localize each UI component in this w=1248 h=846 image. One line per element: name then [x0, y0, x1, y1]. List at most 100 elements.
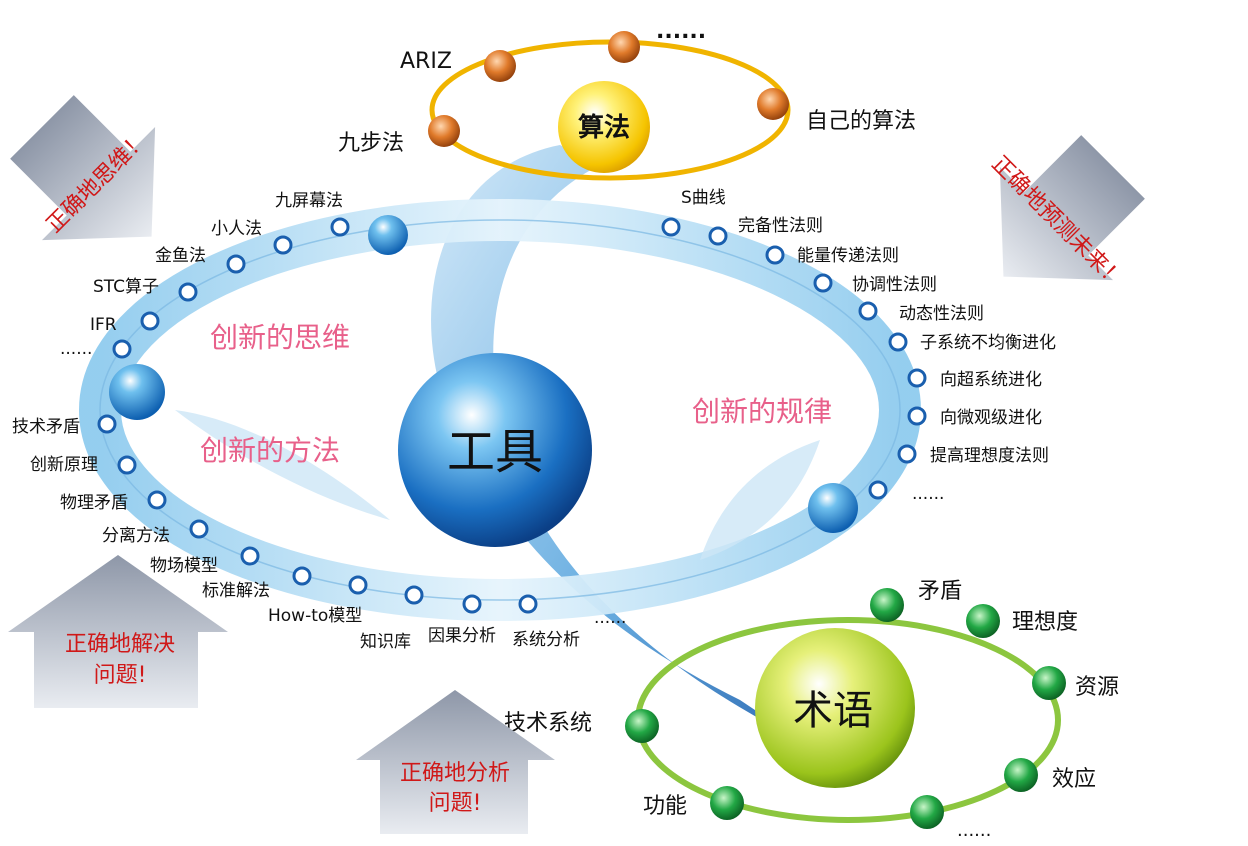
terms-node[interactable]	[625, 709, 659, 743]
item-node[interactable]	[462, 594, 482, 614]
algo-item-more: ......	[656, 19, 706, 44]
item-node[interactable]	[661, 217, 681, 237]
algorithm-node[interactable]	[484, 50, 516, 82]
item-node[interactable]	[404, 585, 424, 605]
law-item: 动态性法则	[899, 304, 984, 324]
ring-sphere	[368, 215, 408, 255]
item-node[interactable]	[708, 226, 728, 246]
terms-node[interactable]	[1004, 758, 1038, 792]
item-node[interactable]	[518, 594, 538, 614]
terms-node[interactable]	[966, 604, 1000, 638]
term-tech-system: 技术系统	[504, 711, 592, 736]
term-more: ......	[957, 820, 991, 841]
item-node[interactable]	[858, 301, 878, 321]
terms-sphere	[755, 628, 915, 788]
law-items: S曲线 完备性法则 能量传递法则 协调性法则 动态性法则 子系统不均衡进化 向超…	[661, 188, 1056, 504]
arrow-think-right: 正确地思维！	[10, 95, 156, 241]
item-node[interactable]	[140, 311, 160, 331]
algorithm-sphere	[558, 81, 650, 173]
item-node[interactable]	[330, 217, 350, 237]
left-item: 小人法	[211, 219, 262, 239]
item-node[interactable]	[273, 235, 293, 255]
method-items: 技术矛盾 创新原理 物理矛盾 分离方法 物场模型 标准解法 How-to模型 知…	[12, 414, 626, 652]
tool-label: 工具	[447, 424, 543, 480]
law-item: 提高理想度法则	[930, 446, 1049, 466]
algo-item-own: 自己的算法	[806, 109, 916, 134]
algo-item-nine-steps: 九步法	[338, 131, 404, 156]
swirl-highlight	[700, 440, 820, 560]
method-item: ......	[594, 608, 626, 628]
left-item: 九屏幕法	[275, 191, 343, 211]
method-item: How-to模型	[268, 606, 362, 626]
item-node[interactable]	[348, 575, 368, 595]
left-item: 金鱼法	[155, 246, 206, 266]
item-node[interactable]	[897, 444, 917, 464]
terms-node[interactable]	[870, 588, 904, 622]
item-node[interactable]	[292, 566, 312, 586]
ring-sphere	[808, 483, 858, 533]
method-item: 物场模型	[150, 556, 218, 576]
item-node[interactable]	[813, 273, 833, 293]
swirl-highlight	[175, 410, 390, 520]
arc-thinking-label: 创新的思维	[210, 321, 350, 354]
item-node[interactable]	[907, 406, 927, 426]
method-item: 创新原理	[30, 455, 98, 475]
law-item: S曲线	[681, 188, 726, 208]
left-item: STC算子	[93, 277, 159, 297]
term-effect: 效应	[1052, 767, 1096, 792]
left-item: IFR	[90, 315, 117, 335]
arrow-solve: 正确地解决 问题!	[8, 555, 228, 708]
arrow-solve-label-1: 正确地解决	[65, 632, 175, 657]
term-ideality: 理想度	[1012, 610, 1078, 635]
algorithm-node[interactable]	[757, 88, 789, 120]
term-function: 功能	[643, 794, 687, 819]
terms-node[interactable]	[710, 786, 744, 820]
arrow-analyze: 正确地分析 问题!	[356, 690, 555, 834]
item-node[interactable]	[868, 480, 888, 500]
law-item: 能量传递法则	[797, 246, 899, 266]
item-node[interactable]	[147, 490, 167, 510]
law-item: 向超系统进化	[940, 370, 1042, 390]
left-item: ......	[60, 339, 92, 359]
law-item: 子系统不均衡进化	[920, 333, 1056, 353]
algorithm-node[interactable]	[428, 115, 460, 147]
item-node[interactable]	[907, 368, 927, 388]
arrow-analyze-label-1: 正确地分析	[400, 761, 510, 786]
terms-node[interactable]	[910, 795, 944, 829]
method-item: 系统分析	[512, 630, 580, 650]
item-node[interactable]	[178, 282, 198, 302]
item-node[interactable]	[189, 519, 209, 539]
item-node[interactable]	[765, 245, 785, 265]
algo-item-ariz: ARIZ	[400, 49, 452, 74]
terms-label: 术语	[793, 688, 873, 734]
item-node[interactable]	[112, 339, 132, 359]
tool-sphere	[398, 353, 592, 547]
method-item: 物理矛盾	[60, 493, 128, 513]
method-item: 标准解法	[202, 581, 270, 601]
arrow-analyze-label-2: 问题!	[429, 791, 482, 816]
item-node[interactable]	[240, 546, 260, 566]
item-node[interactable]	[97, 414, 117, 434]
algorithm-node[interactable]	[608, 31, 640, 63]
method-item: 分离方法	[102, 526, 170, 546]
law-item: ......	[912, 484, 944, 504]
arrow-solve-label-2: 问题!	[94, 663, 147, 688]
term-resource: 资源	[1075, 675, 1119, 700]
method-item: 技术矛盾	[12, 417, 80, 437]
terms-node[interactable]	[1032, 666, 1066, 700]
law-item: 协调性法则	[852, 275, 937, 295]
item-node[interactable]	[226, 254, 246, 274]
item-node[interactable]	[117, 455, 137, 475]
method-item: 因果分析	[428, 626, 496, 646]
item-node[interactable]	[888, 332, 908, 352]
arc-law-label: 创新的规律	[692, 395, 832, 428]
law-item: 完备性法则	[738, 216, 823, 236]
law-item: 向微观级进化	[940, 408, 1042, 428]
arc-method-label: 创新的方法	[200, 434, 340, 467]
term-contradiction: 矛盾	[918, 579, 962, 604]
left-items: 九屏幕法 小人法 金鱼法 STC算子 IFR ......	[60, 191, 350, 359]
arrow-predict-future: 正确地预测未来！	[986, 135, 1145, 294]
ring-sphere	[109, 364, 165, 420]
